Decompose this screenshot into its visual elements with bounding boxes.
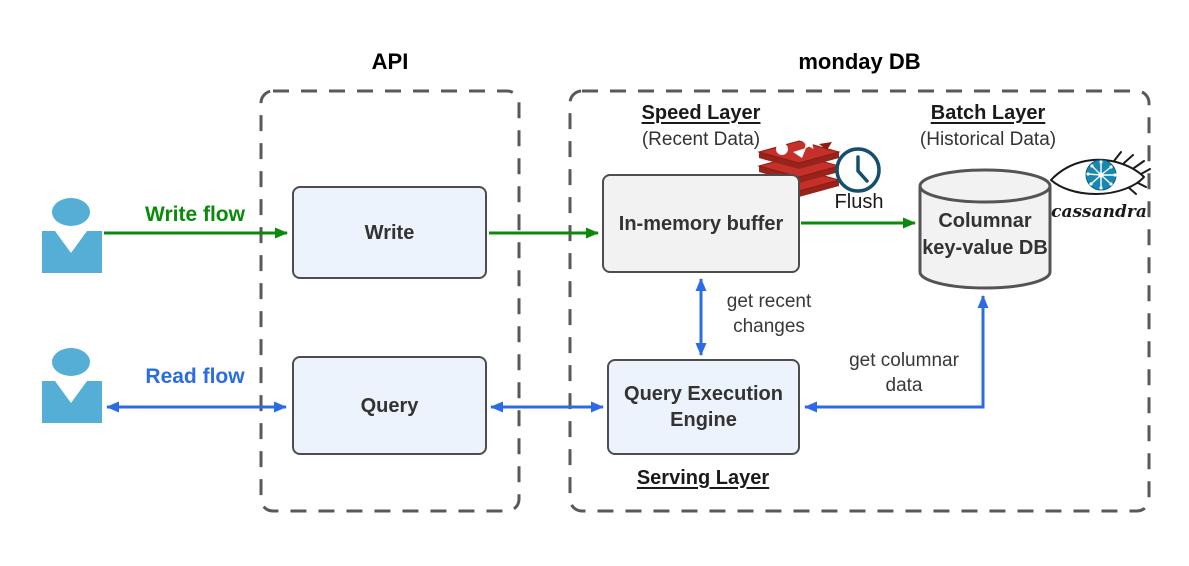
speed-layer-title: Speed Layer xyxy=(641,101,761,124)
write-flow-label: Write flow xyxy=(145,203,245,226)
api-group-title: API xyxy=(371,49,409,74)
cassandra-wordmark: cassandra xyxy=(1051,202,1147,222)
query-execution-engine-node: Query Execution Engine xyxy=(607,359,800,455)
get-recent-changes-label: get recent changes xyxy=(726,291,812,337)
in-memory-buffer-node: In-memory buffer xyxy=(602,174,800,273)
speed-layer-subtitle: (Recent Data) xyxy=(641,129,761,150)
clock-icon xyxy=(835,147,881,193)
columnar-db-label: Columnar key-value DB xyxy=(922,210,1048,259)
monday-db-group-title: monday DB xyxy=(798,49,921,74)
batch-layer-subtitle: (Historical Data) xyxy=(919,129,1057,150)
read-flow-label: Read flow xyxy=(145,365,245,388)
user-icon xyxy=(42,348,102,423)
get-columnar-data-label: get columnar data xyxy=(849,350,959,396)
batch-layer-title: Batch Layer xyxy=(930,101,1046,124)
columnar-db-cylinder xyxy=(918,168,1052,290)
cassandra-eye-icon xyxy=(1050,151,1151,195)
api-group-border xyxy=(259,89,521,513)
query-node: Query xyxy=(292,356,487,455)
monday-db-group-border xyxy=(568,89,1151,513)
serving-layer-title: Serving Layer xyxy=(636,466,770,489)
flush-label: Flush xyxy=(834,190,884,213)
write-node: Write xyxy=(292,186,487,279)
user-icon xyxy=(42,198,102,273)
get-columnar-data-arrow xyxy=(804,295,989,413)
